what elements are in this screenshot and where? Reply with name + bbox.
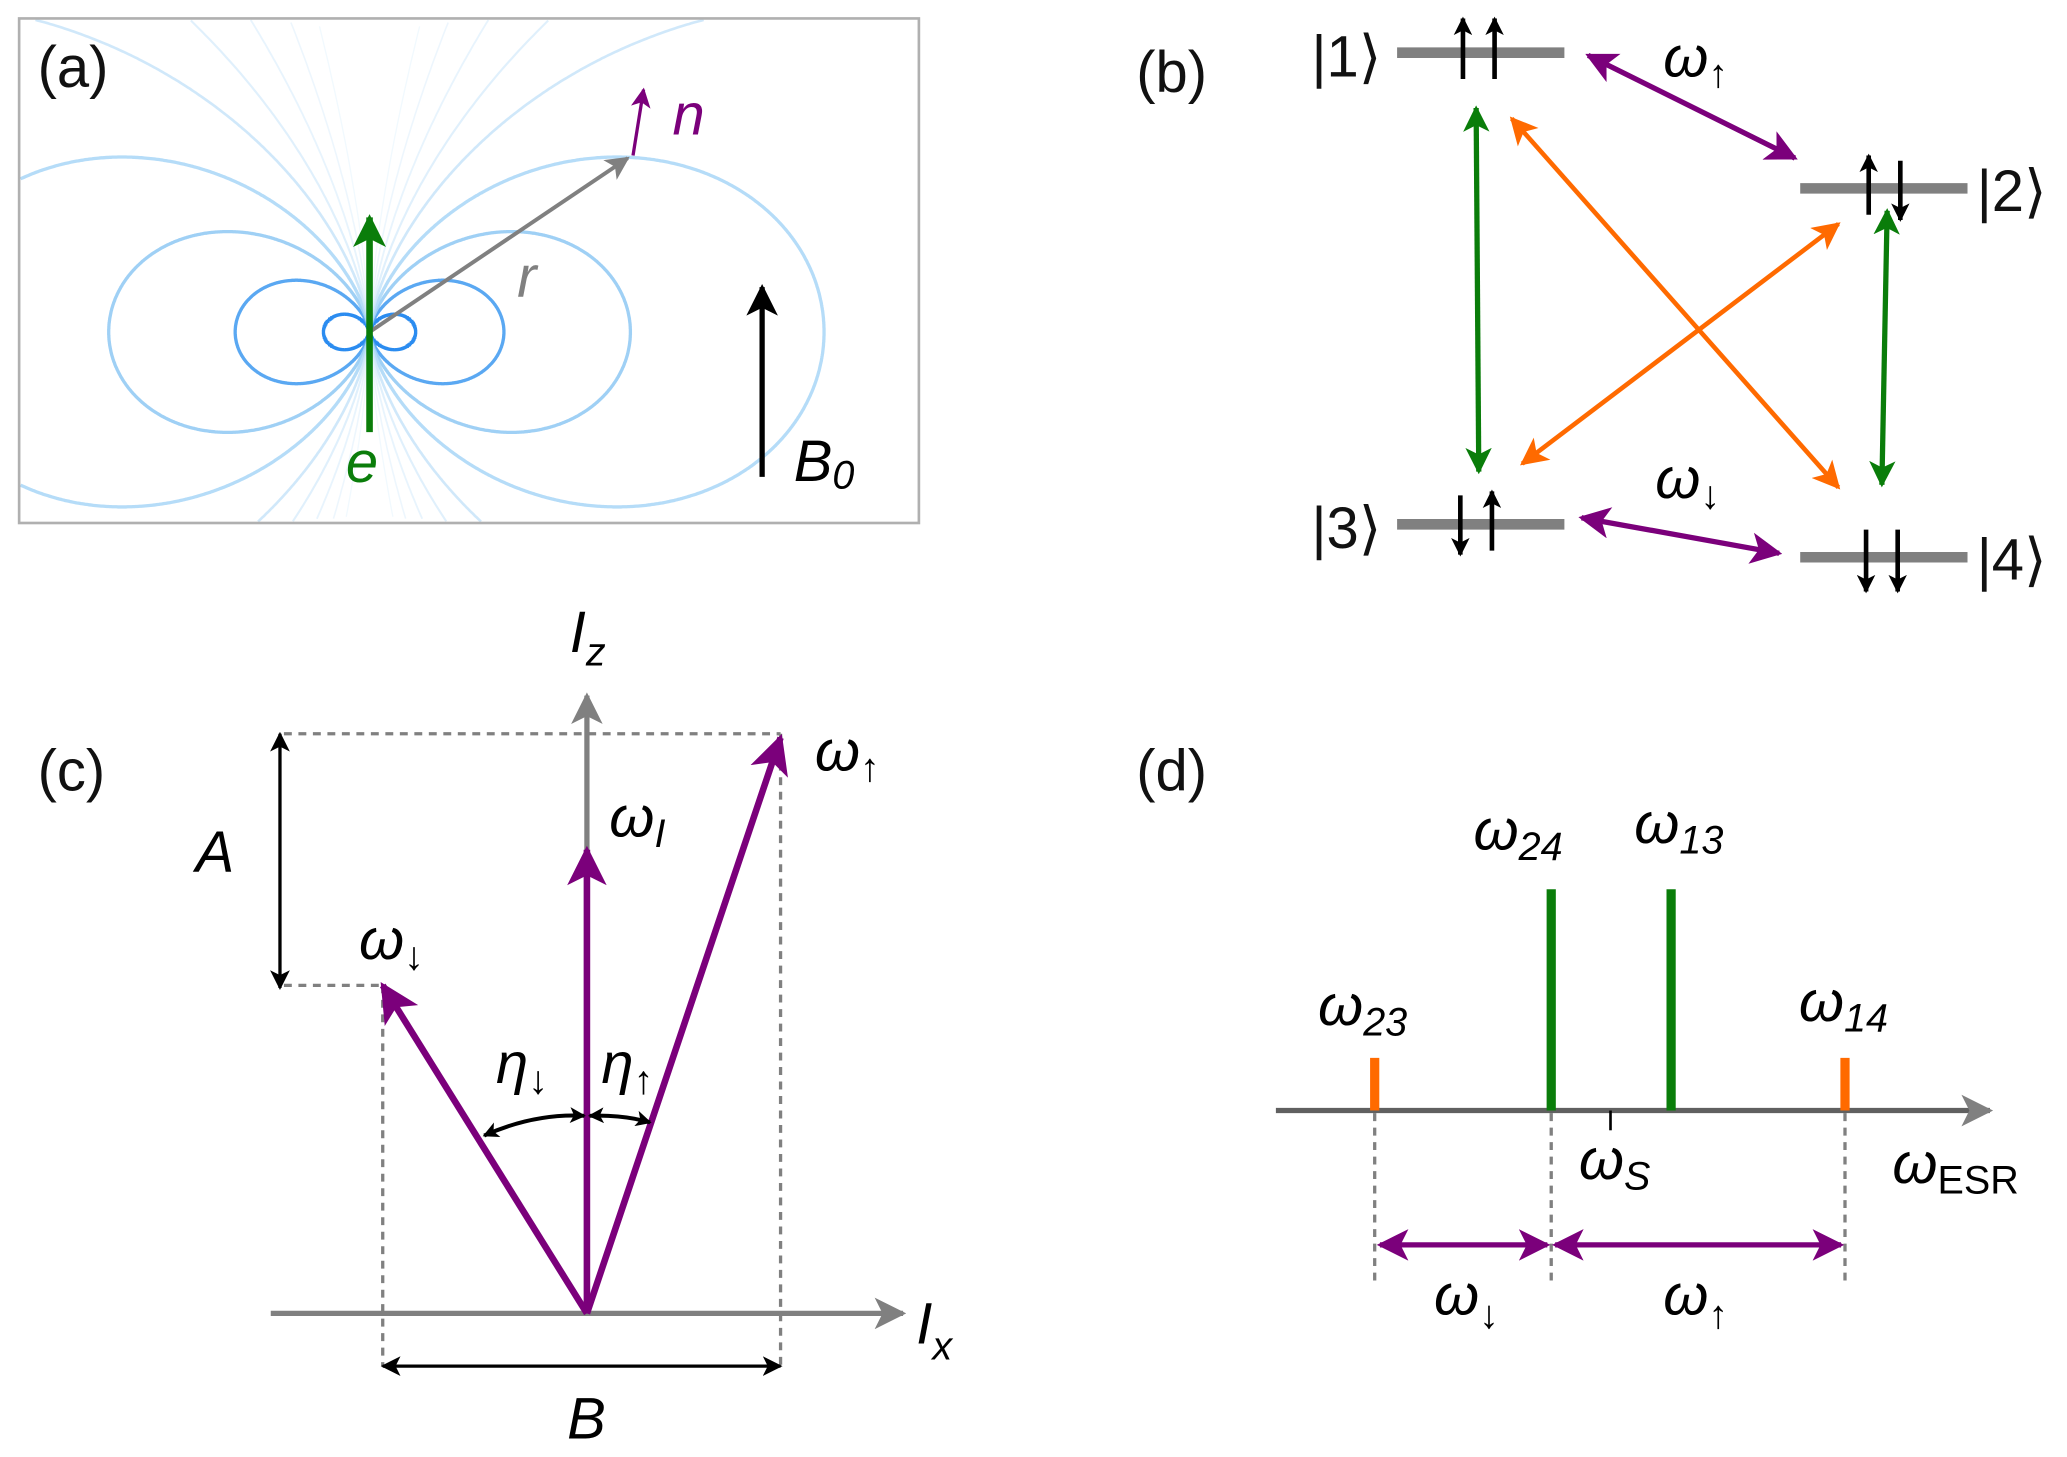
panel-d: (d) ω24 ω13 ω23 ω14 ωS ωESR ω↓ ω↑: [1136, 739, 2019, 1336]
field-line: [367, 312, 418, 352]
omega-down-label-c: ω↓: [359, 908, 424, 979]
state-3-label: |3⟩: [1311, 497, 1381, 561]
n-vector-arrow: [630, 87, 651, 156]
n-label: n: [673, 83, 705, 147]
panel-b: (b) |1⟩ |2⟩ |3⟩ |4⟩ ω↑ ω↓: [1136, 16, 2047, 594]
r-vector-arrow: [368, 156, 630, 334]
A-label: A: [193, 821, 235, 885]
omega-14-label: ω14: [1799, 970, 1888, 1041]
panel-b-label: (b): [1136, 41, 1207, 105]
B0-sub: 0: [832, 454, 854, 498]
panel-d-label: (d): [1136, 739, 1207, 803]
projection-lines: [283, 732, 783, 1367]
spin-arrows: [1451, 16, 1910, 594]
omega-24-label: ω24: [1473, 799, 1562, 870]
panel-c-label: (c): [38, 739, 106, 803]
panel-a-label: (a): [38, 36, 109, 100]
omega-up-label-c: ω↑: [815, 720, 880, 791]
Ix-label: Ix: [916, 1293, 953, 1369]
field-line: [368, 18, 704, 523]
omega-down-vector: [379, 982, 590, 1316]
eta-down-arc: [482, 1107, 586, 1138]
field-line: [321, 312, 372, 352]
omega-down-label-b: ω↓: [1655, 447, 1720, 518]
eta-up-arc: [587, 1107, 652, 1127]
state-1-label: |1⟩: [1311, 25, 1381, 89]
B-label: B: [567, 1388, 606, 1452]
panel-a-frame: [17, 17, 921, 525]
omega-S-label: ωS: [1579, 1128, 1651, 1199]
r-label: r: [517, 245, 539, 309]
field-line: [367, 229, 633, 435]
omega-I-label: ωI: [609, 786, 665, 857]
field-line: [233, 278, 372, 386]
panel-a: (a) n r e B0: [17, 17, 921, 525]
e-label: e: [346, 431, 378, 495]
transition-3-4: [1578, 507, 1783, 564]
Iz-label: Iz: [570, 601, 606, 674]
field-line: [367, 155, 826, 509]
omega-23-label: ω23: [1318, 974, 1407, 1045]
state-2-label: |2⟩: [1977, 160, 2047, 224]
omega-down-label-d: ω↓: [1434, 1264, 1499, 1337]
state-4-label: |4⟩: [1977, 529, 2047, 593]
omega-up-vector: [583, 733, 788, 1315]
transition-1-2: [1585, 52, 1798, 161]
B0-label: B0: [794, 430, 855, 498]
field-line: [367, 278, 506, 386]
B0-main: B: [794, 430, 833, 494]
eta-down-label: η↓: [496, 1032, 548, 1103]
omega-ESR-label: ωESR: [1892, 1132, 2018, 1203]
eta-up-label: η↑: [601, 1032, 653, 1103]
transition-2-4: [1869, 208, 1900, 488]
field-line: [107, 229, 372, 435]
panel-c: (c) Iz Ix A B ωI ω↑ ω↓ η↓ η↑: [38, 601, 954, 1451]
omega-up-label-b: ω↑: [1663, 25, 1728, 96]
transition-2-3: [1520, 222, 1841, 466]
omega-13-label: ω13: [1634, 792, 1723, 863]
transition-1-3: [1463, 105, 1492, 475]
omega-up-label-d: ω↑: [1663, 1264, 1728, 1337]
